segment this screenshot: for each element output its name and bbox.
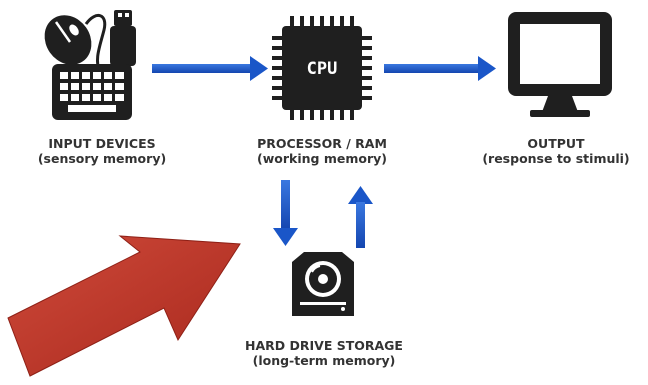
- highlight-arrow: [7, 235, 241, 377]
- input-devices-title: INPUT DEVICES: [48, 136, 156, 151]
- arrow-processor-to-output: [384, 56, 496, 81]
- storage-title: HARD DRIVE STORAGE: [245, 338, 403, 353]
- usb-stick-icon: [110, 10, 136, 66]
- arrow-processor-to-storage: [273, 180, 298, 246]
- hard-drive-icon: [292, 252, 354, 316]
- arrow-storage-to-processor: [348, 186, 373, 248]
- output-subtitle: (response to stimuli): [482, 151, 630, 166]
- processor-subtitle: (working memory): [257, 151, 387, 166]
- input-devices-subtitle: (sensory memory): [37, 151, 167, 166]
- output-label: OUTPUT (response to stimuli): [466, 136, 646, 166]
- cpu-chip-icon: CPU: [272, 16, 372, 120]
- storage-label: HARD DRIVE STORAGE (long-term memory): [214, 338, 434, 368]
- arrow-input-to-processor: [152, 56, 268, 81]
- processor-title: PROCESSOR / RAM: [257, 136, 387, 151]
- storage-subtitle: (long-term memory): [252, 353, 396, 368]
- processor-label: PROCESSOR / RAM (working memory): [232, 136, 412, 166]
- keyboard-mouse-usb-icon: [44, 10, 136, 120]
- keyboard-icon: [52, 64, 132, 120]
- monitor-icon: [508, 12, 612, 117]
- output-title: OUTPUT: [527, 136, 585, 151]
- cpu-chip-text: CPU: [307, 59, 338, 79]
- input-devices-label: INPUT DEVICES (sensory memory): [14, 136, 190, 166]
